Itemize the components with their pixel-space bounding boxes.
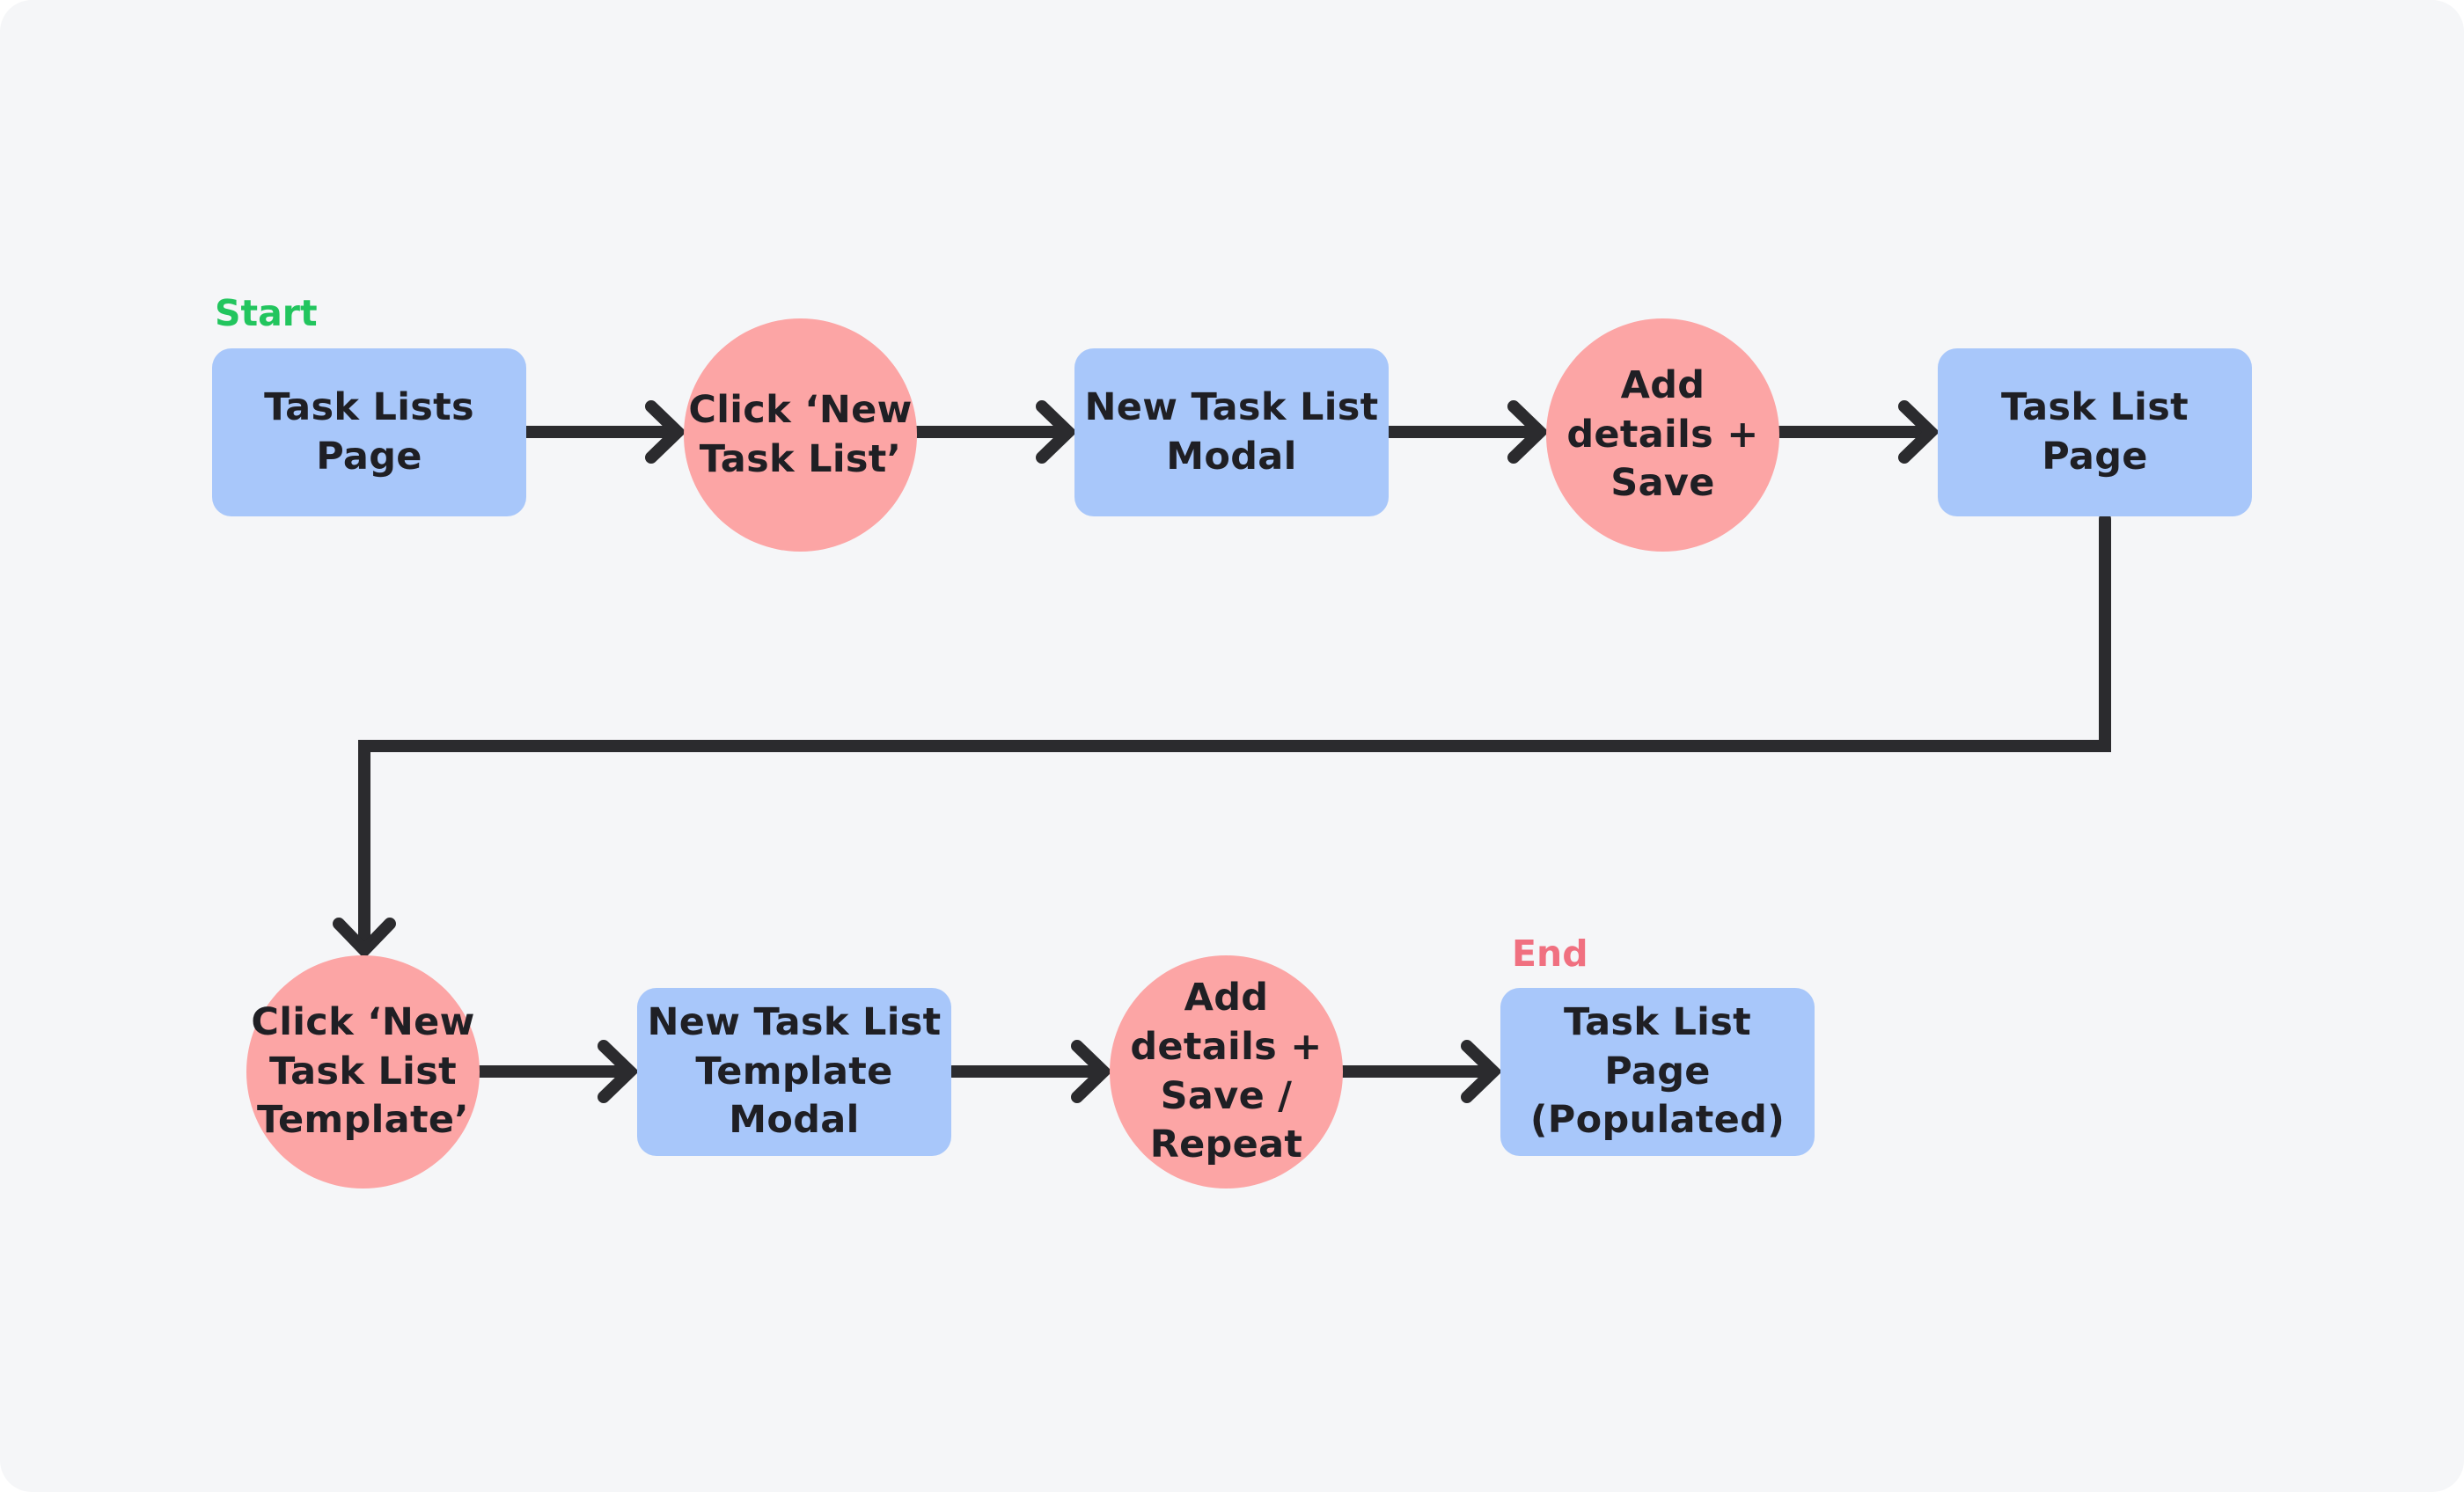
arrow-template-modal-to-add-details-repeat (946, 1040, 1113, 1103)
node-label-line: Template (695, 1049, 893, 1093)
node-new-task-list-modal: New Task List Modal (1074, 348, 1389, 516)
node-label-line: Task List’ (699, 436, 902, 481)
node-label-line: Task List Page (1564, 999, 1751, 1093)
node-label-line: Save / (1160, 1073, 1293, 1118)
arrow-add-details-to-task-list-page (1773, 400, 1940, 464)
node-label-line: Modal (729, 1098, 860, 1143)
node-label-line: New Task List (647, 999, 942, 1044)
node-task-list-page: Task List Page (1938, 348, 2252, 516)
node-label-line: Task List Page (2001, 384, 2189, 479)
node-label-line: Repeat (1149, 1123, 1303, 1167)
node-label-line: Click ‘New (688, 387, 913, 432)
arrow-click-new-task-list-to-modal (911, 400, 1078, 464)
node-add-details-save-repeat: Add details + Save / Repeat (1110, 955, 1343, 1188)
arrow-click-new-template-to-template-modal (473, 1040, 640, 1103)
node-new-task-list-template-modal: New Task List Template Modal (637, 988, 951, 1156)
arrow-task-list-page-to-click-new-template (333, 513, 2111, 960)
node-label-line: Click ‘New (251, 999, 475, 1044)
node-label-line: Task Lists (264, 384, 474, 429)
node-label-line: Modal (1166, 434, 1297, 479)
node-task-list-page-populated: Task List Page (Populated) (1500, 988, 1815, 1156)
arrow-modal-to-add-details (1383, 400, 1550, 464)
node-label-line: details + (1566, 412, 1759, 457)
end-marker: End (1512, 933, 1588, 975)
node-label-line: Page (316, 434, 422, 479)
node-label-line: Template’ (257, 1098, 469, 1143)
node-label-line: (Populated) (1529, 1098, 1786, 1143)
node-click-new-task-list-template: Click ‘New Task List Template’ (246, 955, 480, 1188)
node-label-line: Task List (269, 1049, 457, 1093)
node-label-line: Save (1610, 461, 1715, 506)
node-label-line: details + (1130, 1024, 1323, 1069)
start-marker: Start (215, 292, 318, 334)
node-add-details-save: Add details + Save (1546, 318, 1779, 552)
arrow-add-details-repeat-to-populated-page (1336, 1040, 1503, 1103)
node-click-new-task-list: Click ‘New Task List’ (684, 318, 917, 552)
node-label-line: New Task List (1084, 384, 1379, 429)
node-task-lists-page: Task Lists Page (212, 348, 526, 516)
arrow-task-lists-to-click-new-task-list (520, 400, 687, 464)
node-label-line: Add (1620, 362, 1705, 407)
node-label-line: Add (1184, 975, 1269, 1020)
